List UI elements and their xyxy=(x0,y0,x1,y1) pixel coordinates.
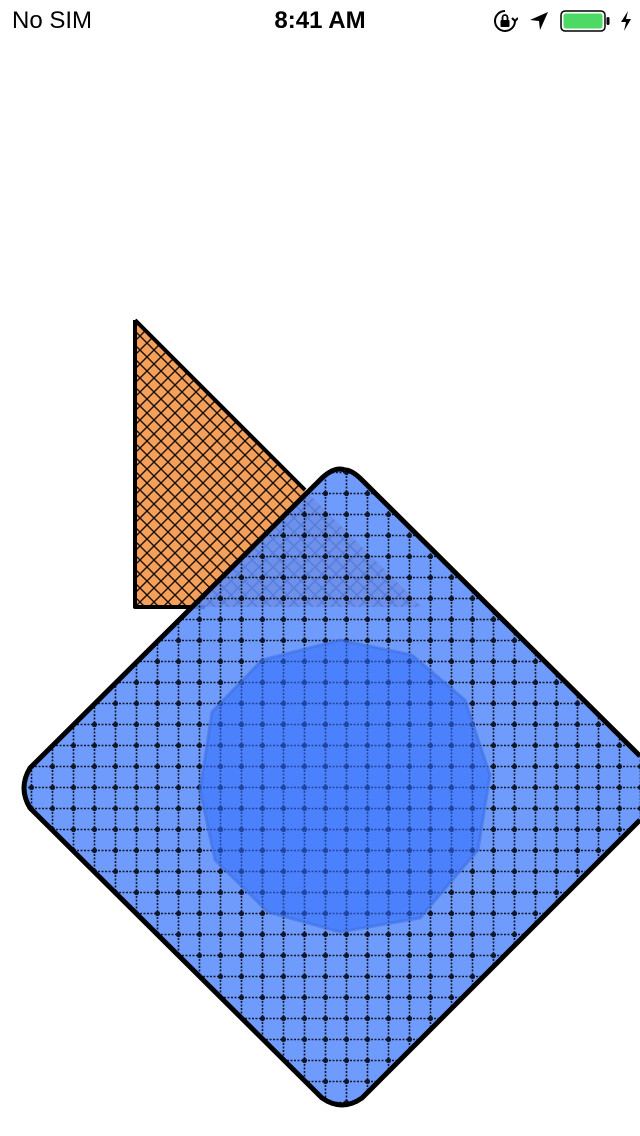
carrier-label: No SIM xyxy=(12,7,93,34)
charging-bolt-icon xyxy=(621,11,631,31)
status-time: 8:41 AM xyxy=(274,7,366,34)
status-bar: No SIM 8:41 AM xyxy=(0,0,640,40)
battery-icon xyxy=(560,10,610,32)
rounded-diamond-shape[interactable] xyxy=(0,440,640,1136)
location-arrow-icon xyxy=(530,12,548,30)
polygon-circle-shape[interactable] xyxy=(198,638,492,934)
battery-level xyxy=(563,13,603,29)
status-icons xyxy=(492,8,632,34)
drawing-canvas[interactable] xyxy=(0,40,640,1136)
orientation-lock-icon xyxy=(494,10,518,32)
